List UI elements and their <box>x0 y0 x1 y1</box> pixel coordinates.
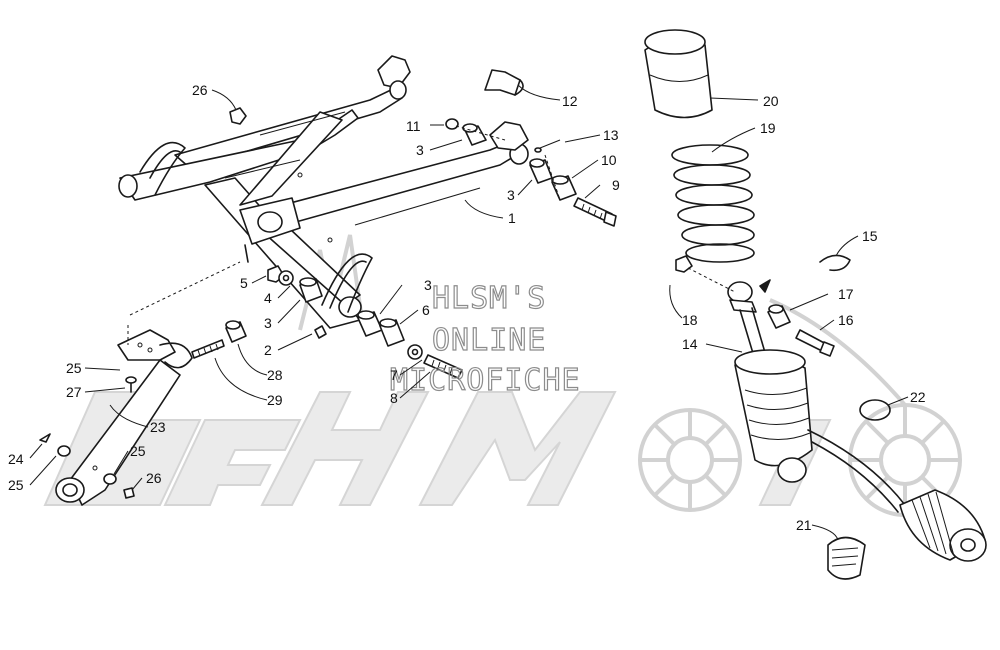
callout-26-top: 26 <box>192 82 208 98</box>
idler-arm-assembly <box>39 261 247 506</box>
callout-15: 15 <box>862 228 878 244</box>
callout-27: 27 <box>66 384 82 400</box>
callout-2: 2 <box>264 342 272 358</box>
watermark-text: HLSM'S ONLINE MICROFICHE <box>389 280 581 398</box>
callout-24: 24 <box>8 451 24 467</box>
callout-16: 16 <box>838 312 854 328</box>
callout-3-lower: 3 <box>264 315 272 331</box>
callout-13: 13 <box>603 127 619 143</box>
callout-19: 19 <box>760 120 776 136</box>
callout-9: 9 <box>612 177 620 193</box>
callout-17: 17 <box>838 286 854 302</box>
callout-6: 6 <box>422 302 430 318</box>
callout-25-middle: 25 <box>130 443 146 459</box>
coil-spring <box>671 144 755 263</box>
callout-8: 8 <box>390 390 398 406</box>
callout-labels: 26 12 20 11 19 13 3 10 3 9 1 15 5 3 4 6 … <box>8 82 926 533</box>
watermark-line-2: ONLINE <box>432 323 546 358</box>
callout-leaders <box>29 84 909 541</box>
callout-25-upper: 25 <box>66 360 82 376</box>
callout-4: 4 <box>264 290 272 306</box>
callout-18: 18 <box>682 312 698 328</box>
rear-arm-assembly <box>118 55 529 329</box>
callout-22: 22 <box>910 389 926 405</box>
callout-3-upper: 3 <box>416 142 424 158</box>
callout-23: 23 <box>150 419 166 435</box>
callout-20: 20 <box>763 93 779 109</box>
callout-11: 11 <box>406 118 421 134</box>
watermark-line-3: MICROFICHE <box>390 363 581 398</box>
callout-7: 7 <box>390 367 398 383</box>
callout-3-mid: 3 <box>507 187 515 203</box>
callout-3-right: 3 <box>424 277 432 293</box>
callout-10: 10 <box>601 152 617 168</box>
callout-29: 29 <box>267 392 283 408</box>
callout-26-bottom: 26 <box>146 470 162 486</box>
callout-12: 12 <box>562 93 578 109</box>
callout-14: 14 <box>682 336 698 352</box>
callout-25-lower: 25 <box>8 477 24 493</box>
pivot-hardware <box>229 69 617 379</box>
watermark-line-1: HLSM'S <box>432 281 546 316</box>
callout-5: 5 <box>240 275 248 291</box>
callout-28: 28 <box>267 367 283 383</box>
shock-absorber-assembly <box>644 29 987 580</box>
callout-21: 21 <box>796 517 812 533</box>
callout-1: 1 <box>508 210 516 226</box>
